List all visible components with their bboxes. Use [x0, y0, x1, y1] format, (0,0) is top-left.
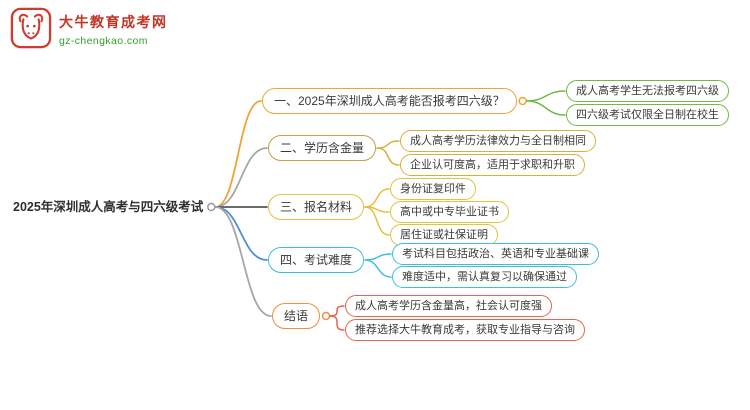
bull-logo-icon [10, 7, 52, 49]
leaf-node-4-1: 考试科目包括政治、英语和专业基础课 [392, 243, 599, 265]
branch-node-3: 三、报名材料 [268, 194, 365, 220]
logo-text: 大牛教育成考网 gz-chengkao.com [59, 7, 168, 47]
branch-node-4: 四、考试难度 [268, 247, 365, 273]
branch-node-5: 结语 [272, 303, 321, 329]
leaf-node-1-2: 四六级考试仅限全日制在校生 [566, 104, 729, 126]
leaf-node-5-1: 成人高考学历含金量高，社会认可度强 [345, 295, 552, 317]
leaf-node-5-2: 推荐选择大牛教育成考，获取专业指导与咨询 [345, 319, 585, 341]
branch-node-1: 一、2025年深圳成人高考能否报考四六级？ [262, 88, 517, 114]
leaf-node-2-1: 成人高考学历法律效力与全日制相同 [400, 130, 596, 152]
leaf-node-4-2: 难度适中，需认真复习以确保通过 [392, 266, 577, 288]
leaf-node-3-1: 身份证复印件 [390, 178, 476, 200]
brand-domain: gz-chengkao.com [59, 35, 148, 47]
branch-node-2: 二、学历含金量 [268, 135, 377, 161]
root-topic: 2025年深圳成人高考与四六级考试 [13, 200, 204, 214]
brand-name: 大牛教育成考网 [59, 14, 168, 30]
site-logo: 大牛教育成考网 gz-chengkao.com [10, 7, 168, 49]
leaf-node-3-3: 居住证或社保证明 [390, 224, 498, 246]
leaf-node-2-2: 企业认可度高，适用于求职和升职 [400, 154, 585, 176]
leaf-node-1-1: 成人高考学生无法报考四六级 [566, 80, 729, 102]
leaf-node-3-2: 高中或中专毕业证书 [390, 201, 509, 223]
